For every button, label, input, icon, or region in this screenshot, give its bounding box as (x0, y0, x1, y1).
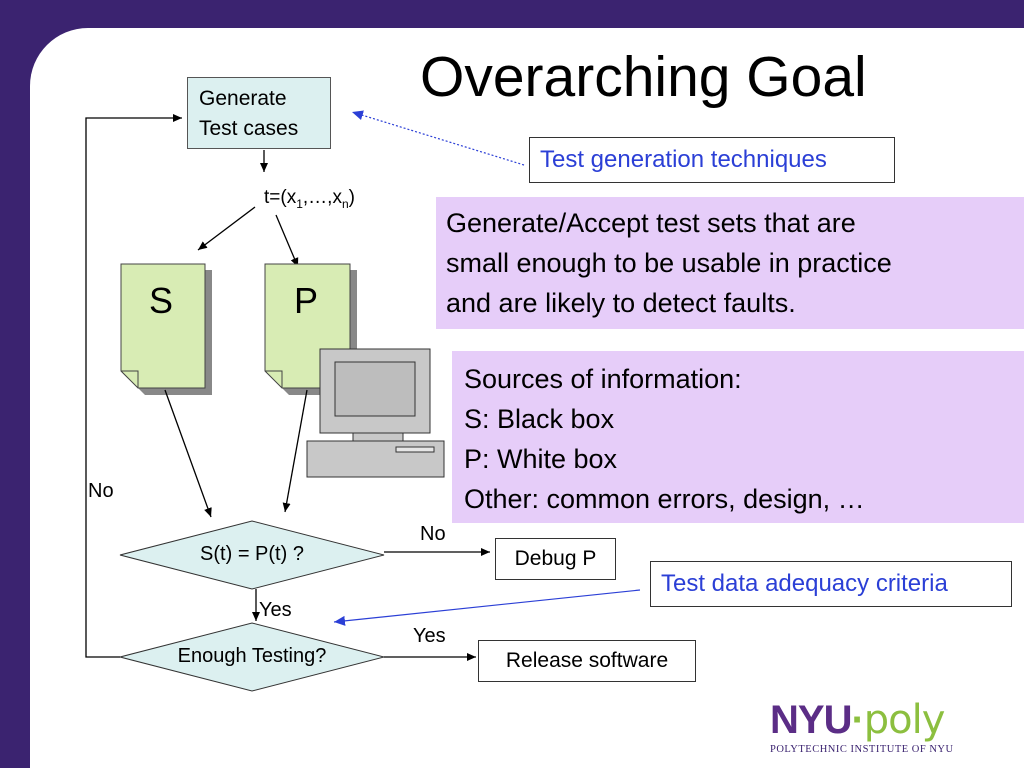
debug-p-text: Debug P (514, 547, 597, 570)
arrow-loop-no (85, 114, 182, 658)
release-software-box: Release software (478, 640, 696, 682)
test-generation-callout: Test generation techniques (529, 137, 895, 183)
goal-text-box: Generate/Accept test sets that are small… (436, 197, 1024, 329)
decision-compare-shape (119, 520, 385, 590)
label-no-loop: No (88, 480, 114, 502)
connector-adequacy (333, 589, 641, 626)
sources-line-4: Other: common errors, design, … (464, 484, 865, 514)
decision-compare-text: S(t) = P(t) ? (200, 543, 304, 565)
nyu-poly-logo: NYU·poly POLYTECHNIC INSTITUTE OF NYU (770, 700, 954, 755)
document-s-shape (120, 263, 212, 395)
test-generation-text: Test generation techniques (540, 146, 827, 173)
document-s-label: S (149, 280, 174, 321)
decision-enough-text: Enough Testing? (177, 645, 327, 667)
generate-test-cases-box: Generate Test cases (187, 77, 331, 149)
test-tuple-label: t=(x1,…,xn) (264, 187, 355, 211)
logo-poly: poly (863, 697, 946, 743)
arrow-s-to-decision (164, 389, 212, 518)
goal-line-3: and are likely to detect faults. (446, 288, 796, 318)
generate-box-line-2: Test cases (199, 117, 299, 140)
label-yes-down: Yes (259, 599, 292, 621)
sources-text-box: Sources of information: S: Black box P: … (452, 351, 1024, 523)
label-yes-release: Yes (413, 625, 446, 647)
goal-line-2: small enough to be usable in practice (446, 248, 892, 278)
document-p-label: P (294, 280, 319, 321)
slide-title: Overarching Goal (420, 45, 867, 109)
logo-nyu: NYU (770, 698, 852, 742)
adequacy-text: Test data adequacy criteria (661, 570, 948, 597)
logo-dot: · (851, 698, 864, 742)
label-no-debug: No (420, 523, 446, 545)
logo-subtitle: POLYTECHNIC INSTITUTE OF NYU (770, 744, 954, 755)
arrow-t-to-p (275, 214, 299, 268)
sources-line-2: S: Black box (464, 404, 615, 434)
arrow-t-to-s (197, 206, 256, 251)
computer-icon (306, 348, 445, 478)
debug-p-box: Debug P (495, 538, 616, 580)
arrow-p-to-decision (282, 389, 308, 513)
goal-line-1: Generate/Accept test sets that are (446, 208, 856, 238)
adequacy-callout: Test data adequacy criteria (650, 561, 1012, 607)
generate-box-line-1: Generate (199, 87, 287, 110)
logo-wordmark: NYU·poly (770, 700, 954, 740)
release-software-text: Release software (505, 649, 669, 672)
connector-test-generation (351, 110, 525, 166)
sources-line-3: P: White box (464, 444, 618, 474)
sources-line-1: Sources of information: (464, 364, 742, 394)
